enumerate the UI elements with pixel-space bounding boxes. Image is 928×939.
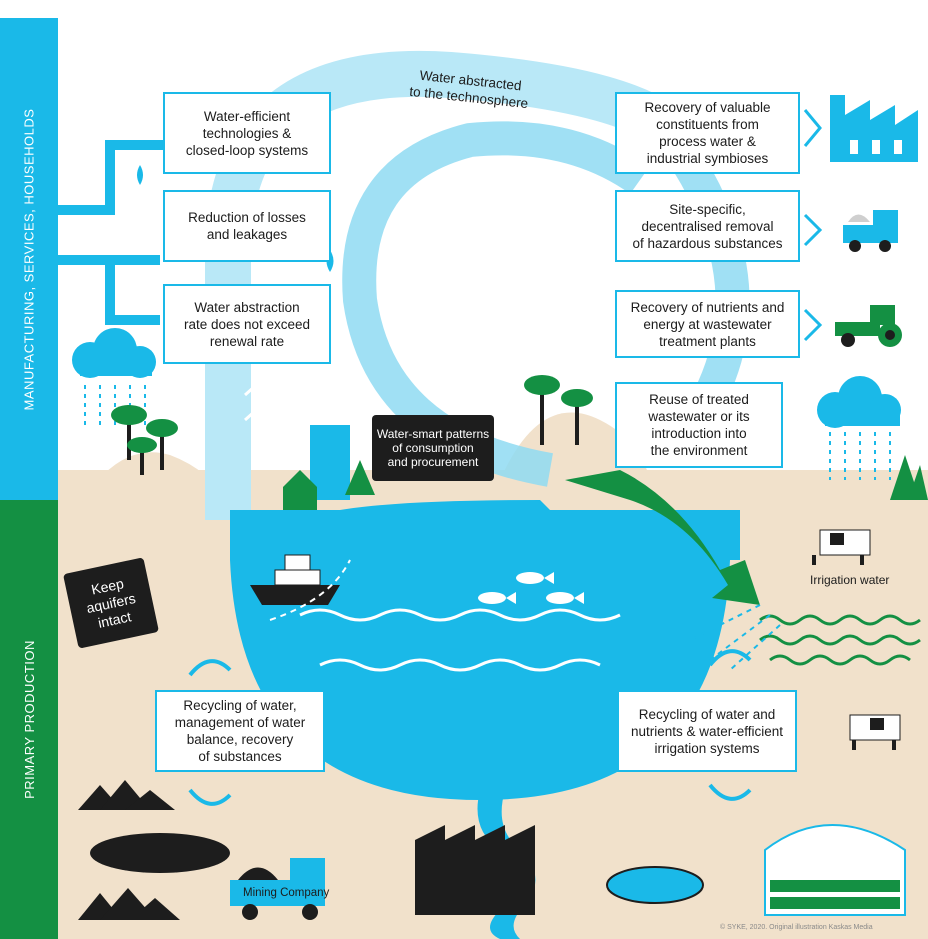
truck-icon bbox=[843, 210, 898, 252]
box-recycling-primary: Recycling of water, management of water … bbox=[155, 690, 325, 772]
box-reduction-losses: Reduction of losses and leakages bbox=[163, 190, 331, 262]
box-recycling-irrigation: Recycling of water and nutrients & water… bbox=[617, 690, 797, 772]
sign-water-smart-patterns: Water-smart patterns of consumption and … bbox=[372, 415, 494, 481]
section-label-primary: PRIMARY PRODUCTION bbox=[21, 640, 37, 799]
trees-right bbox=[524, 375, 928, 500]
cow-icon bbox=[849, 714, 901, 750]
box-nutrient-recovery: Recovery of nutrients and energy at wast… bbox=[615, 290, 800, 358]
tractor-icon bbox=[835, 305, 902, 347]
fish-icons bbox=[478, 572, 584, 604]
irrigation-label: Irrigation water bbox=[810, 573, 890, 587]
mining-truck-label: Mining Company bbox=[243, 887, 330, 899]
fish-pond bbox=[606, 866, 704, 904]
water-lake bbox=[270, 510, 740, 560]
recycle-arrows-left bbox=[188, 659, 232, 806]
box-recovery-constituents: Recovery of valuable constituents from p… bbox=[615, 92, 800, 174]
ship-icon bbox=[250, 554, 340, 605]
coal-piles bbox=[78, 780, 230, 920]
cow-icon bbox=[812, 529, 871, 565]
rain-cloud-left bbox=[72, 328, 156, 378]
box-abstraction-rate: Water abstraction rate does not exceed r… bbox=[163, 284, 331, 364]
factory-icon bbox=[830, 95, 918, 162]
pipes-left bbox=[58, 140, 165, 325]
greenhouse-icon bbox=[764, 824, 906, 916]
trees-left bbox=[111, 405, 178, 475]
section-label-manufacturing: MANUFACTURING, SERVICES, HOUSEHOLDS bbox=[21, 108, 37, 410]
rain-cloud-right bbox=[817, 376, 901, 428]
water-body bbox=[230, 500, 730, 800]
green-arrow bbox=[565, 470, 760, 605]
credit-text: © SYKE, 2020. Original illustration Kask… bbox=[720, 924, 873, 931]
box-water-efficient-technologies: Water-efficient technologies & closed-lo… bbox=[163, 92, 331, 174]
box-wastewater-reuse: Reuse of treated wastewater or its intro… bbox=[615, 382, 783, 468]
water-drop-icon bbox=[137, 165, 143, 185]
mining-truck-icon bbox=[230, 858, 325, 920]
crop-rows bbox=[759, 614, 921, 666]
recycle-arrows-right bbox=[708, 649, 752, 801]
hill-left bbox=[80, 452, 230, 505]
section-band-primary: PRIMARY PRODUCTION bbox=[0, 500, 58, 939]
box-hazardous-removal: Site-specific, decentralised removal of … bbox=[615, 190, 800, 262]
section-band-manufacturing: MANUFACTURING, SERVICES, HOUSEHOLDS bbox=[0, 18, 58, 500]
power-plant-icon bbox=[415, 825, 535, 915]
buildings bbox=[283, 425, 375, 510]
